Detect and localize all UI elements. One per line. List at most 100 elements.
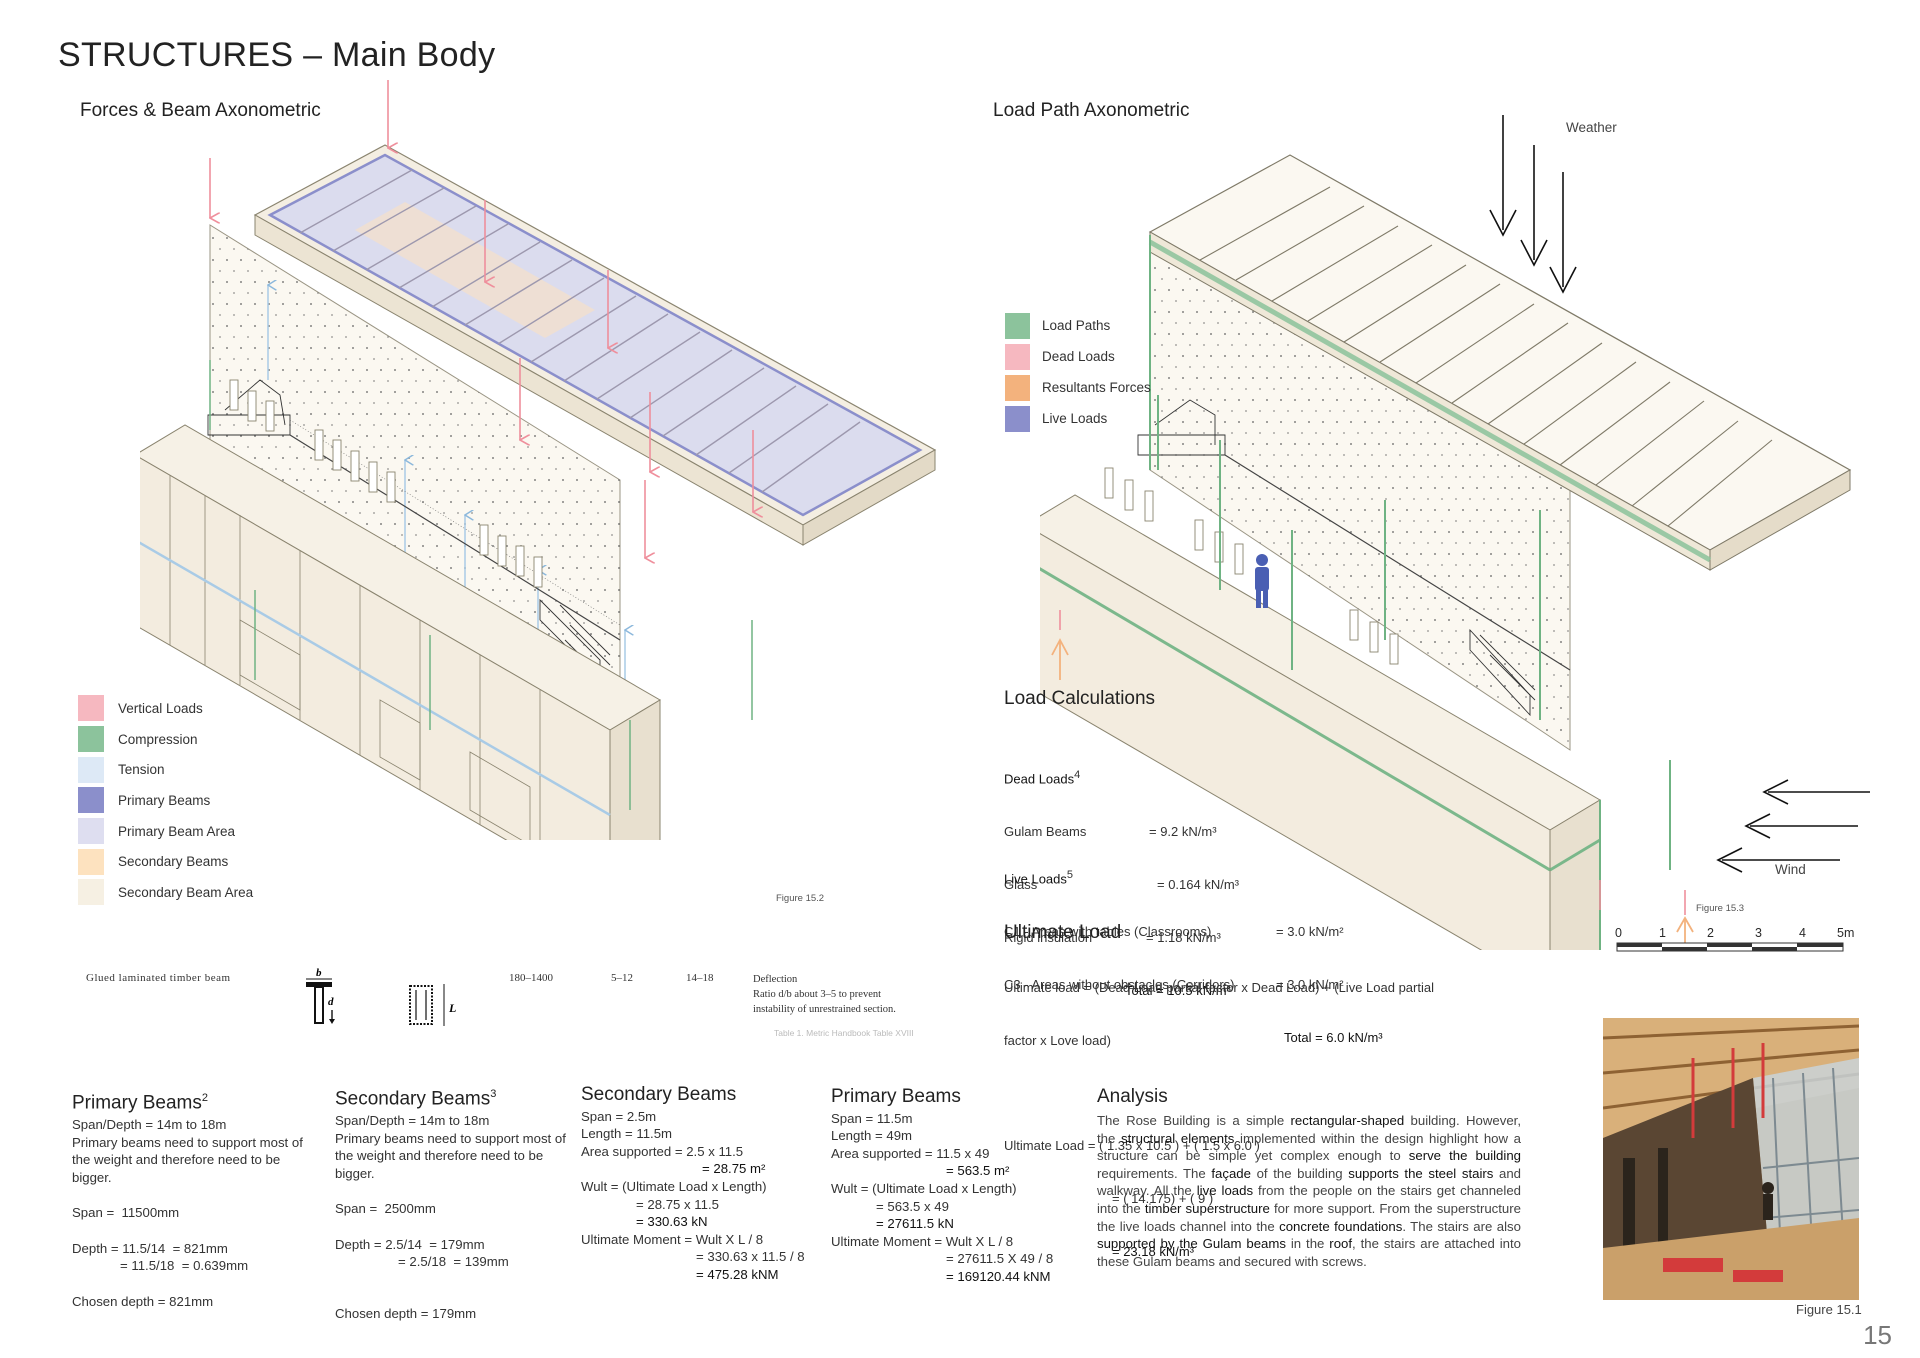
- analysis-emphasis: structural elements: [1120, 1130, 1235, 1146]
- dead-loads-title-text: Dead Loads: [1004, 771, 1075, 787]
- analysis-emphasis: supports the steel stairs: [1348, 1165, 1494, 1181]
- column-line: Chosen depth = 821mm: [72, 1294, 214, 1310]
- analysis-paragraph: The Rose Building is a simple rectangula…: [1097, 1112, 1521, 1270]
- column-line: Span/Depth = 14m to 18m: [72, 1116, 227, 1132]
- legend-label: Dead Loads: [1042, 349, 1115, 364]
- analysis-text: for more support. From the superstructur…: [1097, 1200, 1521, 1234]
- table-span: 180–1400: [509, 972, 553, 984]
- analysis-text: building. However, the: [1097, 1113, 1521, 1146]
- legend-label: Secondary Beams: [118, 854, 229, 870]
- legend-item: Secondary Beam Area: [78, 877, 253, 908]
- analysis-text: of the building: [1250, 1165, 1349, 1181]
- legend-item: Tension: [78, 754, 253, 785]
- analysis-emphasis: supported by the Gulam beams: [1097, 1236, 1286, 1252]
- dead-load-total: Total = 10.5 kN/m³: [1125, 982, 1231, 998]
- column-line: Primary beams need to support most of th…: [72, 1134, 303, 1185]
- forces-legend: Vertical Loads Compression Tension Prima…: [78, 693, 253, 908]
- column-line: Span = 2.5m: [581, 1108, 657, 1124]
- legend-label: Tension: [118, 762, 165, 778]
- secondary-beams-sizing-column: Secondary Beams3 Span/Depth = 14m to 18m…: [335, 1086, 570, 1323]
- column-line: Span = 2500mm: [335, 1201, 436, 1217]
- dead-loads-title: Dead Loads4: [1004, 767, 1239, 788]
- footnote-ref: 4: [1074, 769, 1081, 782]
- analysis-text: in the: [1285, 1236, 1330, 1252]
- scale-bar-graphic: [1616, 942, 1844, 952]
- column-line: Length = 11.5m: [581, 1126, 673, 1142]
- column-line: Primary beams need to support most of th…: [335, 1130, 566, 1181]
- dead-load-value: = 1.18 kN/m³: [1146, 929, 1221, 945]
- legend-swatch: [1005, 374, 1030, 401]
- legend-item: Compression: [78, 724, 253, 755]
- live-load-name: C3 - Areas without obstacles (Corridors): [1004, 977, 1235, 993]
- column-line: Length = 49m: [831, 1128, 913, 1144]
- legend-label: Primary Beams: [118, 792, 211, 808]
- scale-tick-label: 0: [1615, 926, 1622, 940]
- dead-load-value: = 9.2 kN/m³: [1149, 824, 1217, 840]
- column-title: Secondary Beams3: [335, 1086, 570, 1108]
- wind-label: Wind: [1775, 862, 1806, 877]
- legend-label: Live Loads: [1042, 411, 1108, 426]
- column-line: = 563.5 m²: [946, 1163, 1010, 1179]
- analysis-text: requirements. The: [1097, 1165, 1212, 1181]
- legend-item: Vertical Loads: [78, 693, 253, 724]
- column-line: Span = 11.5m: [831, 1110, 913, 1126]
- column-line: = 169120.44 kNM: [946, 1268, 1051, 1284]
- live-load-value: = 3.0 kN/m²: [1276, 977, 1344, 993]
- person-figure: [1255, 554, 1269, 608]
- column-line: Wult = (Ultimate Load x Length): [831, 1180, 1017, 1196]
- dead-load-name: Gulam Beams: [1004, 824, 1087, 840]
- legend-label: Compression: [118, 731, 198, 747]
- legend-label: Vertical Loads: [118, 700, 203, 716]
- scale-bar: 0 1 2 3 4 5m: [1615, 926, 1854, 966]
- column-line: = 28.75 m²: [702, 1161, 766, 1177]
- column-title: Secondary Beams: [581, 1084, 737, 1105]
- construction-photo-graphic: [1603, 1018, 1859, 1300]
- ultimate-load-block: Ultimate load = (Dead Load partial facto…: [1004, 944, 1434, 1278]
- legend-label: Load Paths: [1042, 318, 1111, 333]
- dead-load-name: Rigid insulation: [1004, 929, 1093, 945]
- table-deflection: Deflection Ratio d/b about 3–5 to preven…: [753, 972, 896, 1017]
- live-load-name: C1 - Areas with tables (Classrooms): [1004, 924, 1212, 940]
- weather-label: Weather: [1566, 120, 1617, 135]
- load-path-legend: Load Paths Dead Loads Resultants Forces …: [1005, 310, 1151, 434]
- legend-swatch: [78, 756, 104, 783]
- ultimate-calc-line: = ( 14.175) + ( 9 ): [1112, 1190, 1214, 1206]
- dead-loads-block: Dead Loads4 Gulam Beams = 9.2 kN/m³ Glass…: [1004, 732, 1239, 1017]
- live-loads-title-text: Live Loads: [1004, 871, 1067, 887]
- column-line: = 475.28 kNM: [696, 1266, 779, 1282]
- legend-item: Primary Beam Area: [78, 816, 253, 847]
- analysis-emphasis: live loads: [1196, 1183, 1254, 1199]
- figure-caption: Figure 15.3: [1696, 903, 1745, 914]
- analysis-emphasis: concrete foundations: [1279, 1218, 1403, 1234]
- legend-swatch: [1005, 312, 1030, 339]
- column-line: = 2.5/18 = 139mm: [398, 1254, 509, 1270]
- dead-load-value: = 0.164 kN/m³: [1157, 877, 1240, 893]
- legend-swatch: [78, 879, 104, 906]
- live-load-total: Total = 6.0 kN/m³: [1284, 1029, 1383, 1045]
- label-d: d: [328, 996, 334, 1008]
- live-load-value: = 3.0 kN/m²: [1276, 924, 1344, 940]
- column-line: = 11.5/18 = 0.639mm: [120, 1258, 249, 1274]
- footnote-ref: 3: [490, 1088, 497, 1100]
- analysis-emphasis: roof: [1329, 1236, 1353, 1252]
- ultimate-calc-line: Ultimate Load = ( 1.35 x 10.5 ) + ( 1.5 …: [1004, 1137, 1260, 1153]
- column-line: = 563.5 x 49: [876, 1198, 949, 1214]
- ultimate-result: = 23.18 kN/m³: [1112, 1243, 1195, 1259]
- analysis-text: and walkway. All the: [1097, 1165, 1521, 1199]
- ultimate-formula-line: Ultimate load = (Dead Load partial facto…: [1004, 980, 1434, 996]
- table-ratio-2: 14–18: [686, 972, 714, 984]
- column-line: Span = 11500mm: [72, 1205, 180, 1221]
- analysis-emphasis: façade: [1211, 1165, 1251, 1181]
- analysis-emphasis: rectangular-shaped: [1290, 1113, 1405, 1128]
- forces-axonometric-drawing: [140, 80, 937, 840]
- footnote-ref: 2: [201, 1092, 208, 1104]
- scale-tick-label: 3: [1755, 926, 1762, 940]
- column-line: Depth = 2.5/14 = 179mm: [335, 1236, 485, 1252]
- analysis-text: , the stairs are attached into these Gul…: [1097, 1236, 1521, 1269]
- legend-item: Dead Loads: [1005, 341, 1151, 372]
- legend-swatch: [1005, 343, 1030, 370]
- page-title: STRUCTURES – Main Body: [58, 36, 496, 74]
- dead-load-name: Glass: [1004, 877, 1038, 893]
- secondary-beams-moment-column: Secondary Beams Span = 2.5m Length = 11.…: [581, 1084, 821, 1284]
- photo-caption: Figure 15.1: [1796, 1302, 1862, 1317]
